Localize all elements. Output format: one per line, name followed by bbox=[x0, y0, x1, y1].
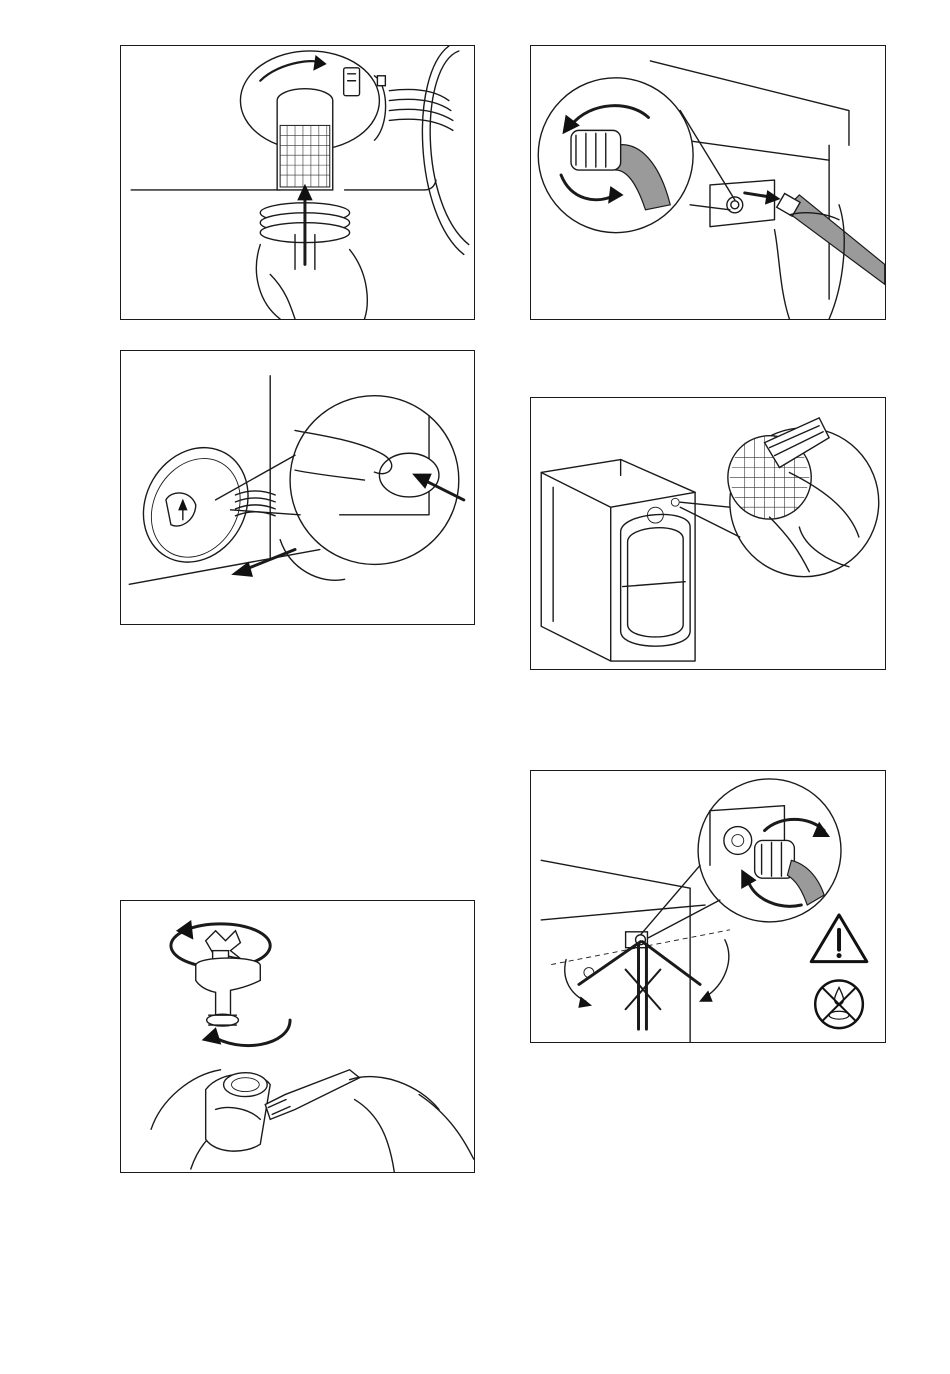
brush-filter-icon bbox=[531, 398, 885, 669]
inlet-hose-reconnect-figure bbox=[530, 770, 886, 1043]
warning-triangle-icon bbox=[811, 915, 867, 962]
service-flap-icon bbox=[121, 351, 474, 624]
inlet-hose-unscrew-figure bbox=[530, 45, 886, 320]
tap-filter-clean-figure bbox=[120, 900, 475, 1173]
water-tap-icon bbox=[121, 901, 474, 1172]
hose-connector-icon bbox=[531, 46, 885, 319]
hose-angle-icon bbox=[531, 771, 885, 1042]
no-water-drop-icon bbox=[815, 980, 863, 1028]
drain-filter-icon bbox=[121, 46, 474, 319]
drain-filter-insert-figure bbox=[120, 45, 475, 320]
pump-flap-close-figure bbox=[120, 350, 475, 625]
valve-filter-clean-figure bbox=[530, 397, 886, 670]
